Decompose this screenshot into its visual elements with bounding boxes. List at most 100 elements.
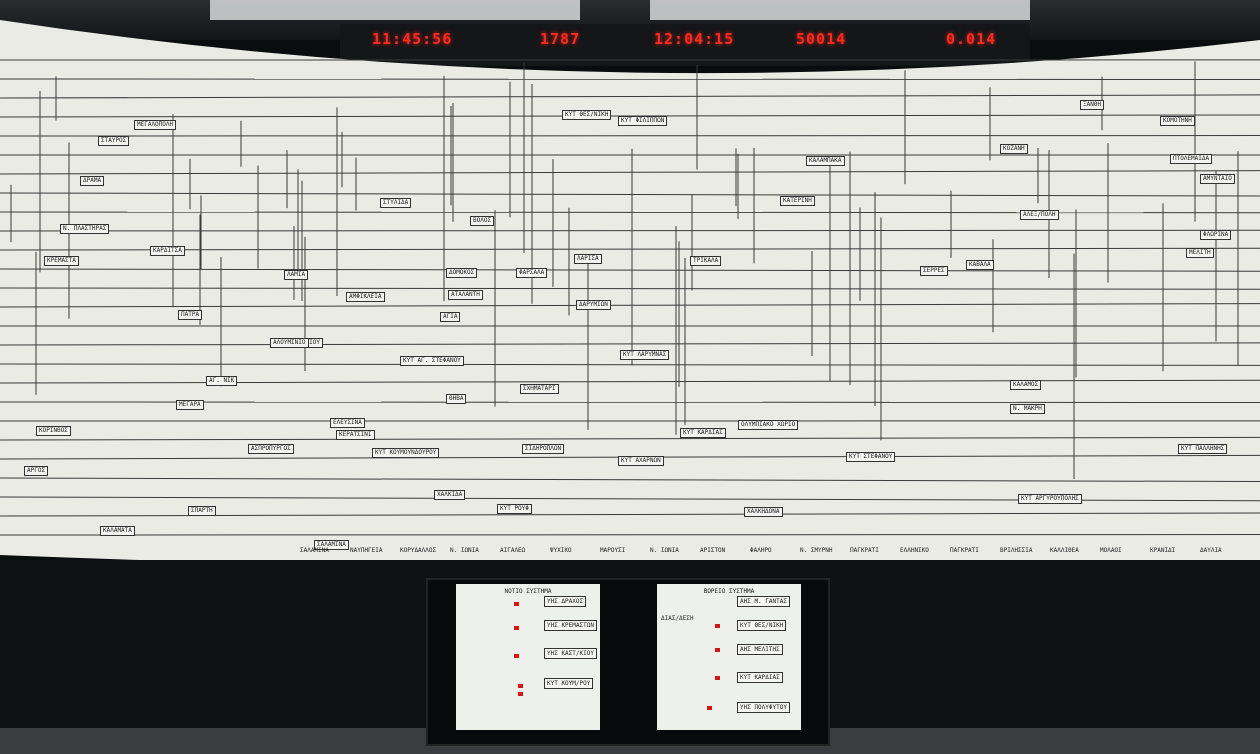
place-label: ΦΑΛΗΡΟ (750, 547, 772, 554)
panel-item: ΚΥΤ ΚΑΡΔΙΑΣ (737, 672, 783, 683)
led-clock-time: 11:45:56 (372, 30, 453, 48)
place-label: ΨΥΧΙΚΟ (550, 547, 572, 554)
substation-tag: ΑΡΓΟΣ (24, 466, 49, 476)
substation-tag: ΑΛΕΞ/ΠΟΛΗ (1020, 210, 1059, 220)
substation-tag: ΒΟΛΟΣ (470, 216, 495, 226)
place-label: Ν. ΣΜΥΡΝΗ (800, 547, 833, 554)
substation-tag: ΣΙΔΗΡΟΠΛΩΝ (522, 444, 565, 454)
substation-tag: ΘΗΒΑ (446, 394, 467, 404)
place-label: ΚΑΛΛΙΘΕΑ (1050, 547, 1079, 554)
substation-tag: ΑΜΦΙΚΛΕΙΑ (346, 292, 385, 302)
place-label: ΜΑΡΟΥΣΙ (600, 547, 626, 554)
wire (0, 247, 1260, 251)
substation-tag: ΠΤΟΛΕΜΑΙΔΑ (1170, 154, 1213, 164)
substation-tag: ΜΕΓΑΡΑ (176, 400, 204, 410)
place-label: Ν. ΙΩΝΙΑ (450, 547, 479, 554)
panel-item: ΥΗΣ ΠΟΛΥΦΥΤΟΥ (737, 702, 790, 713)
substation-tag: ΚΥΤ ΑΡΓΥΡΟΥΠΟΛΗΣ (1018, 494, 1082, 504)
substation-tag: ΦΑΡΣΑΛΑ (516, 268, 548, 278)
place-label: ΕΛΛΗΝΙΚΟ (900, 547, 929, 554)
wire (0, 436, 1260, 441)
wire (0, 268, 1260, 272)
alarm-led (514, 626, 519, 630)
substation-tag: ΚΥΤ ΣΤΕΦΑΝΟΥ (846, 452, 896, 462)
led-frequency: 50014 (796, 30, 847, 48)
substation-tag: ΚΥΤ ΠΑΛΛΗΝΗΣ (1178, 444, 1228, 454)
place-label: Ν. ΙΩΝΙΑ (650, 547, 679, 554)
substation-tag: Ν. ΠΛΑΣΤΗΡΑΣ (60, 224, 110, 234)
substation-tag: ΚΑΛΑΜΠΑΚΑ (806, 156, 845, 166)
substation-tag: Ν. ΜΑΚΡΗ (1010, 404, 1045, 414)
panel-item: ΥΗΣ ΔΡΑΧΟΣ (544, 596, 587, 607)
substation-tag: ΚΕΡΑΤΣΙΝΙ (336, 430, 375, 440)
alarm-led (514, 602, 519, 606)
substation-tag: ΚΑΛΑΜΟΣ (1010, 380, 1042, 390)
place-label: ΜΟΛΑΟΙ (1100, 547, 1122, 554)
panel-title: ΒΟΡΕΙΟ ΣΥΣΤΗΜΑ (703, 588, 755, 595)
substation-tag: ΚΑΡΔΙΤΣΑ (150, 246, 185, 256)
place-label: ΑΙΓΑΛΕΩ (500, 547, 526, 554)
substation-tag: ΧΑΛΚΗΔΟΝΑ (744, 507, 783, 517)
alarm-led (518, 692, 523, 696)
led-clock-time-2: 12:04:15 (654, 30, 735, 48)
substation-tag: ΛΑΜΙΑ (284, 270, 309, 280)
substation-tag: ΔΟΜΟΚΟΣ (446, 268, 478, 278)
substation-tag: ΣΑΛΑΜΙΝΑ (314, 540, 349, 550)
alarm-led (715, 648, 720, 652)
substation-tag: ΧΑΛΚΙΔΑ (434, 490, 466, 500)
led-clock-bar (340, 24, 1030, 66)
north-system-panel: ΒΟΡΕΙΟ ΣΥΣΤΗΜΑ ΔΙΑΣ/ΔΕΣΗ ΑΗΣ Μ. ΓΑΝΤΑΣ Κ… (657, 584, 801, 730)
wire (0, 363, 1260, 366)
substation-tag: ΚΥΤ ΛΑΡΥΜΝΑΣ (620, 350, 670, 360)
wire (0, 287, 1260, 290)
substation-tag: ΑΣΠΡΟΠΥΡΓΟΣ (248, 444, 294, 454)
alarm-led (514, 654, 519, 658)
wire (0, 477, 1260, 483)
substation-tag: ΠΑΤΡΑ (178, 310, 203, 320)
transmission-lines (0, 59, 1260, 536)
ceiling-light (210, 0, 580, 20)
alarm-led (518, 684, 523, 688)
place-label: ΝΑΥΠΗΓΕΙΑ (350, 547, 383, 554)
substation-tag: ΤΡΙΚΑΛΑ (690, 256, 722, 266)
substation-tag: ΚΥΤ ΦΙΛΙΠΠΩΝ (618, 116, 668, 126)
substation-tag: ΚΟΖΑΝΗ (1000, 144, 1028, 154)
substation-tag: ΣΧΗΜΑΤΑΡΙ (520, 384, 559, 394)
alarm-led (715, 624, 720, 628)
substation-tag: ΔΡΑΜΑ (80, 176, 105, 186)
substation-tag: ΜΕΓΑΛΟΠΟΛΗ (134, 120, 177, 130)
place-label: ΔΑΥΛΙΑ (1200, 547, 1222, 554)
substation-tag: ΑΓ. ΝΙΚ (206, 376, 238, 386)
wire (0, 229, 1260, 232)
wire (0, 342, 1260, 346)
substation-tag: ΚΥΤ ΡΟΥΦ (497, 504, 532, 514)
ceiling-light (650, 0, 1030, 20)
substation-tag: ΚΥΤ ΚΑΡΔΙΑΣ (680, 428, 726, 438)
place-label: ΑΡΙΣΤΟΝ (700, 547, 726, 554)
place-label: ΠΑΓΚΡΑΤΙ (950, 547, 979, 554)
panel-item: ΑΗΣ ΜΕΛΙΤΗΣ (737, 644, 783, 655)
wire (0, 192, 1260, 197)
substation-tag: ΚΥΤ ΑΓ. ΣΤΕΦΑΝΟΥ (400, 356, 464, 366)
wall-surface (0, 20, 1260, 565)
wire (0, 94, 1260, 99)
substation-tag: ΣΠΑΡΤΗ (188, 506, 216, 516)
grid-diagram (0, 20, 1260, 565)
substation-tag: ΚΑΛΑΜΑΤΑ (100, 526, 135, 536)
substation-tag: ΑΓΙΑ (440, 312, 461, 322)
panel-item: ΚΥΤ ΚΟΥΜ/ΡΟΥ (544, 678, 594, 689)
place-label: ΠΑΓΚΡΑΤΙ (850, 547, 879, 554)
place-label: ΣΑΛΑΜΙΝΑ (300, 547, 329, 554)
substation-tag: ΣΤΑΥΡΟΣ (98, 136, 130, 146)
substation-tag: ΞΑΝΘΗ (1080, 100, 1105, 110)
panel-side-label: ΔΙΑΣ/ΔΕΣΗ (661, 615, 694, 622)
substation-tag: ΜΕΛΙΤΗ (1186, 248, 1214, 258)
panel-item: ΥΗΣ ΚΑΣΤ/ΚΙΟΥ (544, 648, 597, 659)
panel-title: ΝΟΤΙΟ ΣΥΣΤΗΜΑ (504, 588, 552, 595)
substation-tag: ΚΥΤ ΑΧΑΡΝΩΝ (618, 456, 664, 466)
substation-tag: ΚΑΤΕΡΙΝΗ (780, 196, 815, 206)
substation-tag: ΕΛΕΥΣΙΝΑ (330, 418, 365, 428)
alarm-led (715, 676, 720, 680)
substation-tag: ΚΟΜΟΤΗΝΗ (1160, 116, 1195, 126)
